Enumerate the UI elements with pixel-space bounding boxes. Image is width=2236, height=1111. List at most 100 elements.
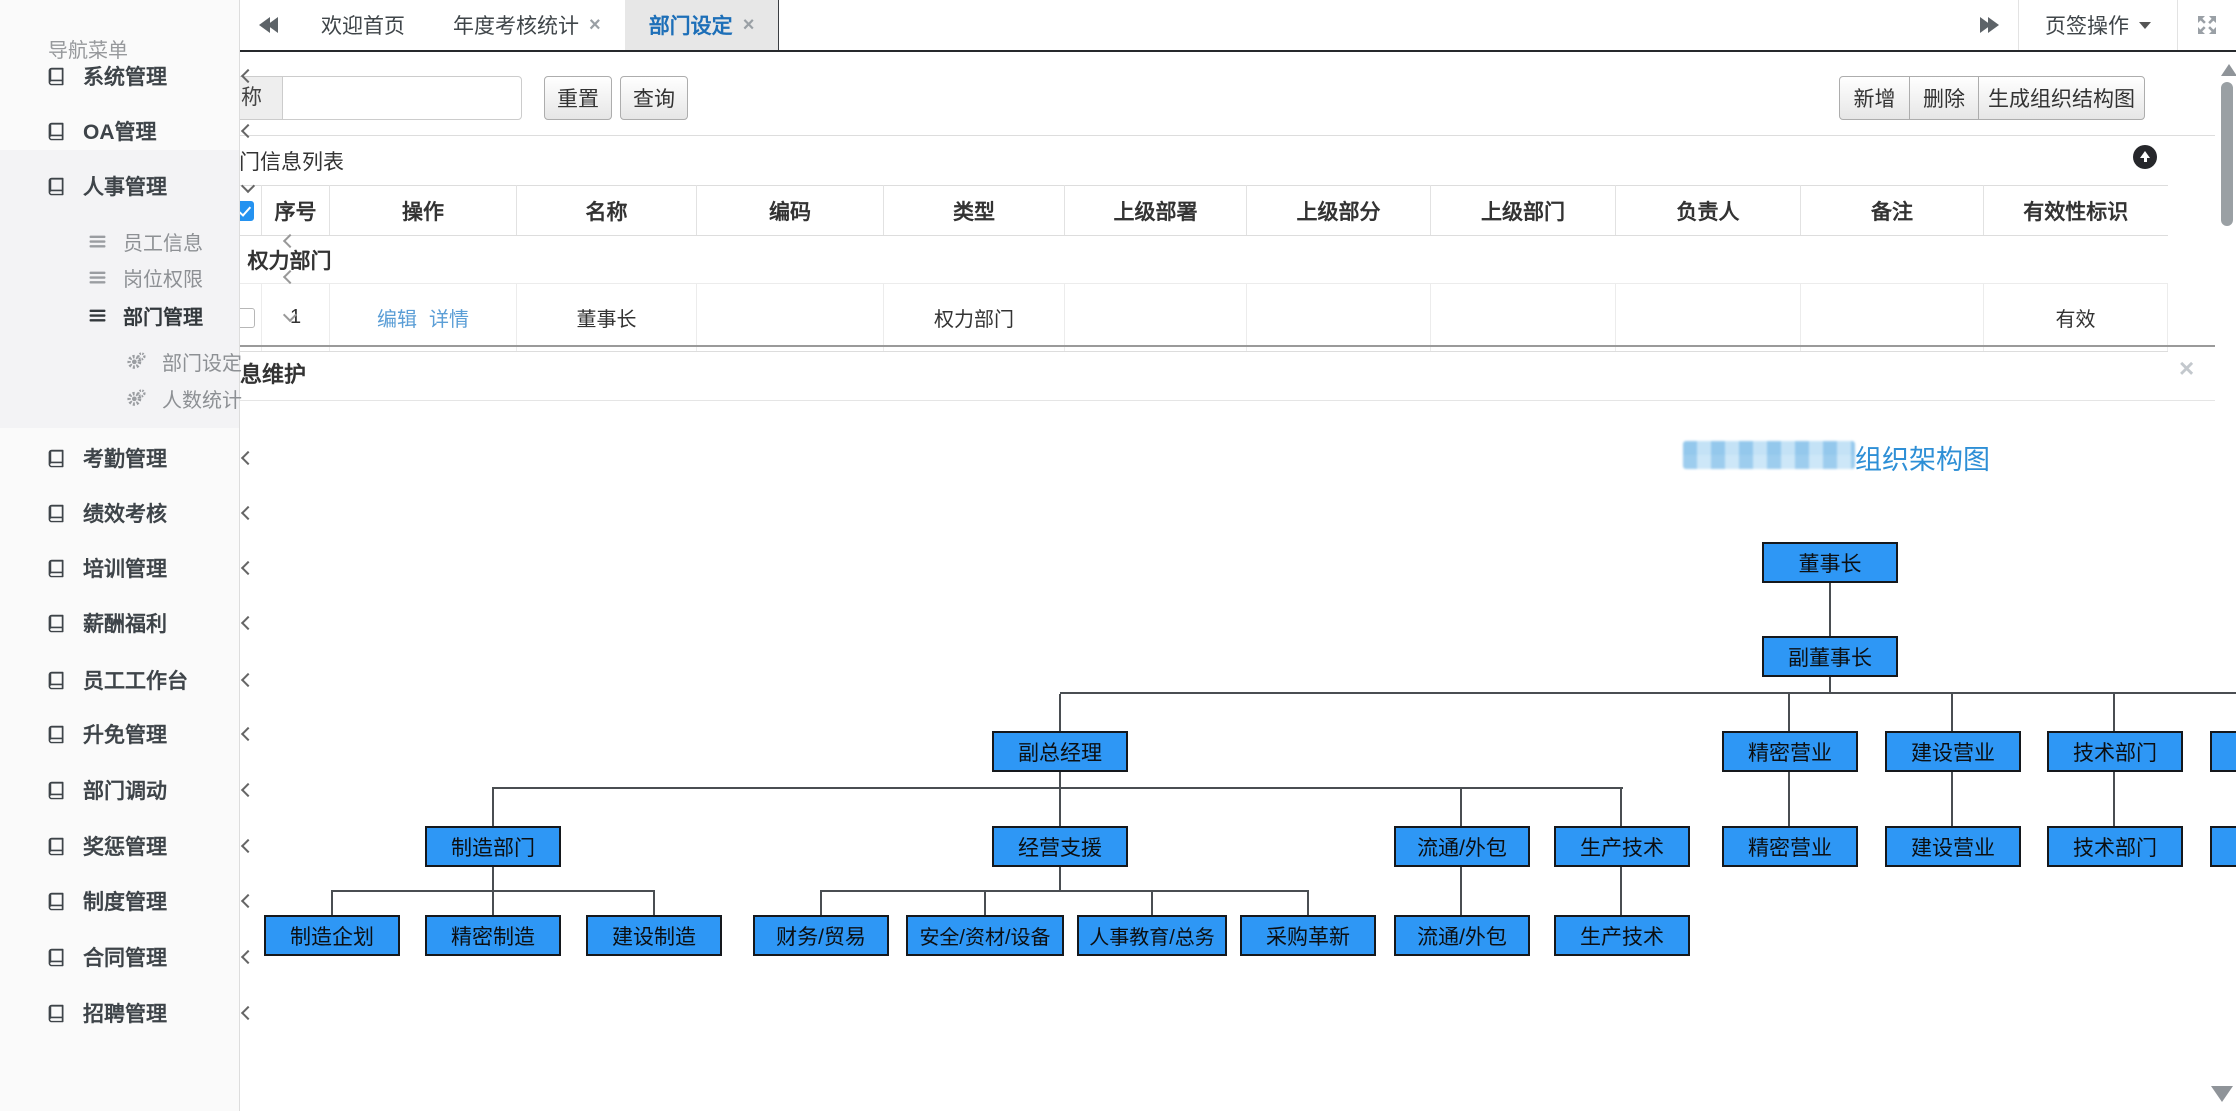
book-icon xyxy=(46,503,67,524)
org-node-construction-sales-2[interactable]: 建设营业 xyxy=(1885,826,2021,867)
org-node-clipped[interactable] xyxy=(2210,826,2236,867)
query-button[interactable]: 查询 xyxy=(620,76,688,120)
add-button[interactable]: 新增 xyxy=(1839,76,1910,120)
org-node-manufacturing-planning[interactable]: 制造企划 xyxy=(264,915,400,956)
org-node-procurement-innovation[interactable]: 采购革新 xyxy=(1240,915,1376,956)
org-node-production-tech[interactable]: 生产技术 xyxy=(1554,826,1690,867)
org-connector xyxy=(331,892,333,915)
sidebar-item-hr-mgmt[interactable]: 人事管理 xyxy=(0,166,285,206)
scrollbar-up-arrow[interactable] xyxy=(2221,64,2236,76)
cell-seq: 1 xyxy=(261,283,330,352)
org-node-safety-material-equipment[interactable]: 安全/资材/设备 xyxy=(906,915,1064,956)
sidebar-item-dept-mgmt[interactable]: 部门管理 xyxy=(0,295,327,335)
collapse-panel-button[interactable] xyxy=(2133,145,2157,169)
sidebar-item-system-mgmt[interactable]: 系统管理 xyxy=(0,56,285,96)
close-icon[interactable]: × xyxy=(2179,353,2195,383)
sidebar-item-headcount-stats[interactable]: 人数统计 xyxy=(0,378,365,418)
sidebar-item-employee-info[interactable]: 员工信息 xyxy=(0,221,327,261)
book-icon xyxy=(46,724,67,745)
org-node-tech-dept[interactable]: 技术部门 xyxy=(2047,731,2183,772)
chevron-down-icon xyxy=(240,178,256,194)
org-node-logistics-outsourcing-2[interactable]: 流通/外包 xyxy=(1394,915,1530,956)
chevron-left-icon xyxy=(240,123,256,139)
org-node-precision-sales-2[interactable]: 精密营业 xyxy=(1722,826,1858,867)
double-right-arrow-icon xyxy=(1979,17,1991,33)
org-node-tech-dept-2[interactable]: 技术部门 xyxy=(2047,826,2183,867)
org-connector xyxy=(1951,772,1953,826)
sidebar-item-employee-workbench[interactable]: 员工工作台 xyxy=(0,660,285,700)
sidebar: 导航菜单 系统管理 OA管理 人事管理 员工信息 岗位权限 部门管理 部门设定 … xyxy=(0,0,298,1111)
org-node-hr-education-general[interactable]: 人事教育/总务 xyxy=(1077,915,1227,956)
col-code: 编码 xyxy=(696,185,884,236)
edit-link[interactable]: 编辑 xyxy=(377,309,417,331)
org-node-construction-sales[interactable]: 建设营业 xyxy=(1885,731,2021,772)
chevron-left-icon xyxy=(240,838,256,854)
chevron-left-icon xyxy=(240,672,256,688)
cell-owner xyxy=(1615,283,1801,352)
col-type: 类型 xyxy=(883,185,1065,236)
org-connector xyxy=(492,892,494,915)
org-node-business-support[interactable]: 经营支援 xyxy=(992,826,1128,867)
scrollbar-down-arrow[interactable] xyxy=(2211,1086,2233,1102)
sidebar-item-salary-welfare[interactable]: 薪酬福利 xyxy=(0,603,285,643)
cell-remark xyxy=(1800,283,1984,352)
detail-link[interactable]: 详情 xyxy=(429,309,469,331)
tab-annual-review-stats[interactable]: 年度考核统计 × xyxy=(453,14,601,38)
book-icon xyxy=(46,670,67,691)
col-valid: 有效性标识 xyxy=(1983,185,2168,236)
org-node-chairman[interactable]: 董事长 xyxy=(1762,542,1898,583)
sidebar-expanded-section xyxy=(0,150,239,428)
generate-orgchart-button[interactable]: 生成组织结构图 xyxy=(1978,76,2145,120)
sidebar-item-recruit-mgmt[interactable]: 招聘管理 xyxy=(0,993,285,1033)
sidebar-item-contract-mgmt[interactable]: 合同管理 xyxy=(0,937,285,977)
chevron-left-icon xyxy=(282,269,298,285)
close-tab-icon[interactable]: × xyxy=(742,14,755,36)
sidebar-item-oa-mgmt[interactable]: OA管理 xyxy=(0,111,285,151)
col-sup-dept3: 上级部门 xyxy=(1430,185,1616,236)
reset-button[interactable]: 重置 xyxy=(544,76,612,120)
search-input[interactable] xyxy=(282,76,522,120)
sidebar-item-attendance-mgmt[interactable]: 考勤管理 xyxy=(0,438,285,478)
sidebar-item-policy-mgmt[interactable]: 制度管理 xyxy=(0,881,285,921)
book-icon xyxy=(46,1003,67,1024)
sidebar-item-training-mgmt[interactable]: 培训管理 xyxy=(0,548,285,588)
sidebar-item-post-permission[interactable]: 岗位权限 xyxy=(0,257,327,297)
tab-dept-setting[interactable]: 部门设定 × xyxy=(624,0,780,50)
org-connector xyxy=(492,787,1623,789)
tab-welcome[interactable]: 欢迎首页 xyxy=(321,15,405,38)
book-icon xyxy=(46,947,67,968)
org-node-deputy-gm[interactable]: 副总经理 xyxy=(992,731,1128,772)
org-node-clipped[interactable] xyxy=(2210,731,2236,772)
sidebar-item-reward-punish-mgmt[interactable]: 奖惩管理 xyxy=(0,826,285,866)
org-node-precision-sales[interactable]: 精密营业 xyxy=(1722,731,1858,772)
book-icon xyxy=(46,891,67,912)
close-tab-icon[interactable]: × xyxy=(589,14,601,36)
org-node-vice-chairman[interactable]: 副董事长 xyxy=(1762,636,1898,677)
org-connector xyxy=(492,867,494,890)
org-node-construction-manufacturing[interactable]: 建设制造 xyxy=(586,915,722,956)
org-node-logistics-outsourcing[interactable]: 流通/外包 xyxy=(1394,826,1530,867)
org-node-production-tech-2[interactable]: 生产技术 xyxy=(1554,915,1690,956)
tabs-scroll-left-button[interactable] xyxy=(239,0,297,50)
org-connector xyxy=(1620,867,1622,915)
tab-operations-dropdown[interactable]: 页签操作 xyxy=(2018,0,2178,50)
org-node-precision-manufacturing[interactable]: 精密制造 xyxy=(425,915,561,956)
sidebar-item-dept-setting[interactable]: 部门设定 xyxy=(0,341,365,381)
tabs-scroll-right-button[interactable] xyxy=(1960,0,2018,50)
chevron-left-icon xyxy=(240,615,256,631)
org-node-finance-trade[interactable]: 财务/贸易 xyxy=(753,915,889,956)
gears-icon xyxy=(126,388,146,408)
cell-sup-dept2 xyxy=(1246,283,1431,352)
book-icon xyxy=(46,121,67,142)
org-node-manufacturing-dept[interactable]: 制造部门 xyxy=(425,826,561,867)
sidebar-item-performance-review[interactable]: 绩效考核 xyxy=(0,493,285,533)
scrollbar-thumb[interactable] xyxy=(2221,82,2233,226)
chevron-left-icon xyxy=(282,233,298,249)
org-connector xyxy=(820,892,822,915)
sidebar-item-dept-transfer[interactable]: 部门调动 xyxy=(0,770,285,810)
sidebar-item-promotion-mgmt[interactable]: 升免管理 xyxy=(0,714,285,754)
col-sup-dept2: 上级部分 xyxy=(1246,185,1431,236)
book-icon xyxy=(46,836,67,857)
delete-button[interactable]: 删除 xyxy=(1909,76,1979,120)
